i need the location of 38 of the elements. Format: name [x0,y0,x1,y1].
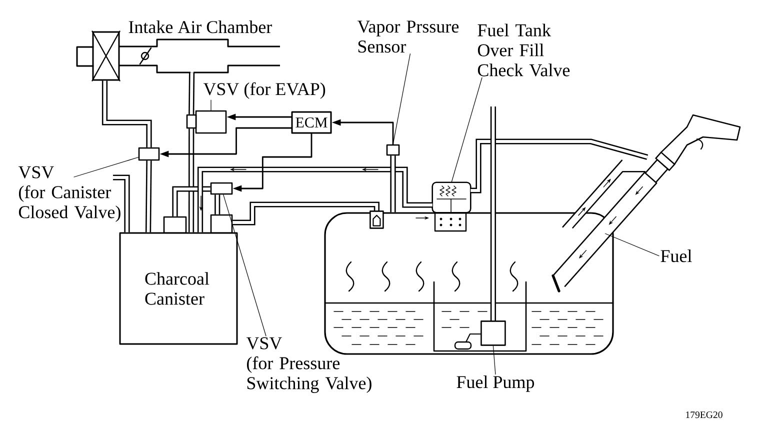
valve-box [138,147,160,161]
valve-box [210,182,233,195]
callout-label: Vapor Prssure Sensor [357,20,459,53]
control-box: ECM [291,111,332,134]
hose [188,72,195,114]
crossed-box [76,30,120,82]
leader-line [605,233,660,256]
leader-line [451,77,482,183]
intake-chamber: Intake Air Chamber [119,20,280,74]
check-valve [432,182,472,232]
valve-box [186,110,227,134]
hose [470,138,648,194]
hose [490,106,496,321]
callout-label: VSV (for EVAP) [203,82,326,99]
leader-line [210,100,212,111]
valve-block [210,214,233,234]
leader-line [492,346,496,375]
hose [145,160,152,232]
figure-code: 179EG20 [686,411,722,418]
small-valve [370,210,384,229]
hose [232,202,380,226]
hose [172,186,210,216]
fuel-tank [324,212,614,355]
leader-line [223,194,266,336]
hose [197,166,432,232]
manifold-block [163,216,187,234]
pump-box [480,320,506,346]
hose [102,80,152,148]
hose [188,128,194,232]
hose [390,156,396,212]
filler-pipe [552,114,741,292]
sensor-box [386,144,400,156]
leader-line [74,156,139,178]
leader-line [392,54,410,145]
callout-label: VSV (for Pressure Switching Valve) [246,337,372,393]
hose [214,194,220,214]
callout-label: Fuel Pump [456,376,534,392]
callout-label: Fuel Tank Over Fill Check Valve [478,24,570,76]
